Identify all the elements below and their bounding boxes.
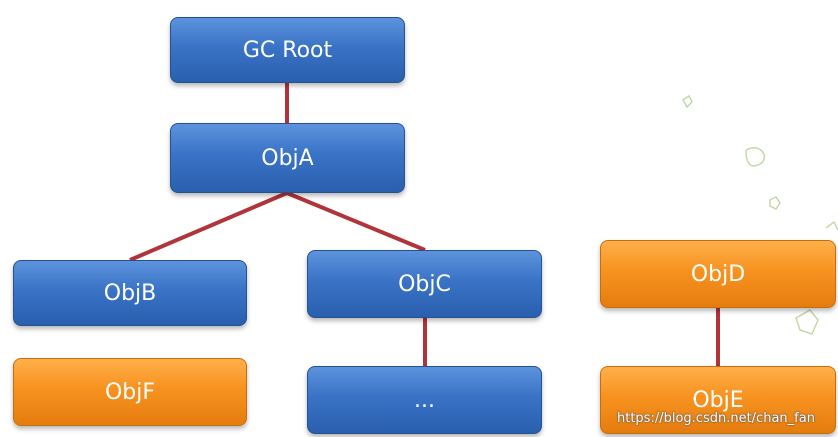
decorative-doodles: [682, 94, 838, 335]
ellipsis-node: ...: [307, 366, 542, 434]
gc-root-label: GC Root: [242, 37, 333, 63]
objf-label: ObjF: [104, 379, 156, 405]
link-obja-objc: [286, 191, 426, 252]
objc-label: ObjC: [398, 271, 451, 297]
gc-root-node: GC Root: [170, 17, 405, 83]
objd-label: ObjD: [690, 261, 746, 287]
objf-node: ObjF: [13, 358, 247, 426]
watermark-text: https://blog.csdn.net/chan_fan: [617, 411, 815, 426]
objb-label: ObjB: [103, 280, 157, 306]
obja-node: ObjA: [170, 123, 405, 193]
objb-node: ObjB: [13, 260, 247, 326]
ellipsis-label: ...: [414, 387, 435, 413]
obja-label: ObjA: [261, 145, 314, 171]
obje-label: ObjE: [692, 387, 744, 413]
obje-node: ObjE: [600, 366, 836, 434]
objd-node: ObjD: [600, 240, 836, 308]
link-obja-objb: [129, 191, 288, 262]
objc-node: ObjC: [307, 250, 542, 318]
